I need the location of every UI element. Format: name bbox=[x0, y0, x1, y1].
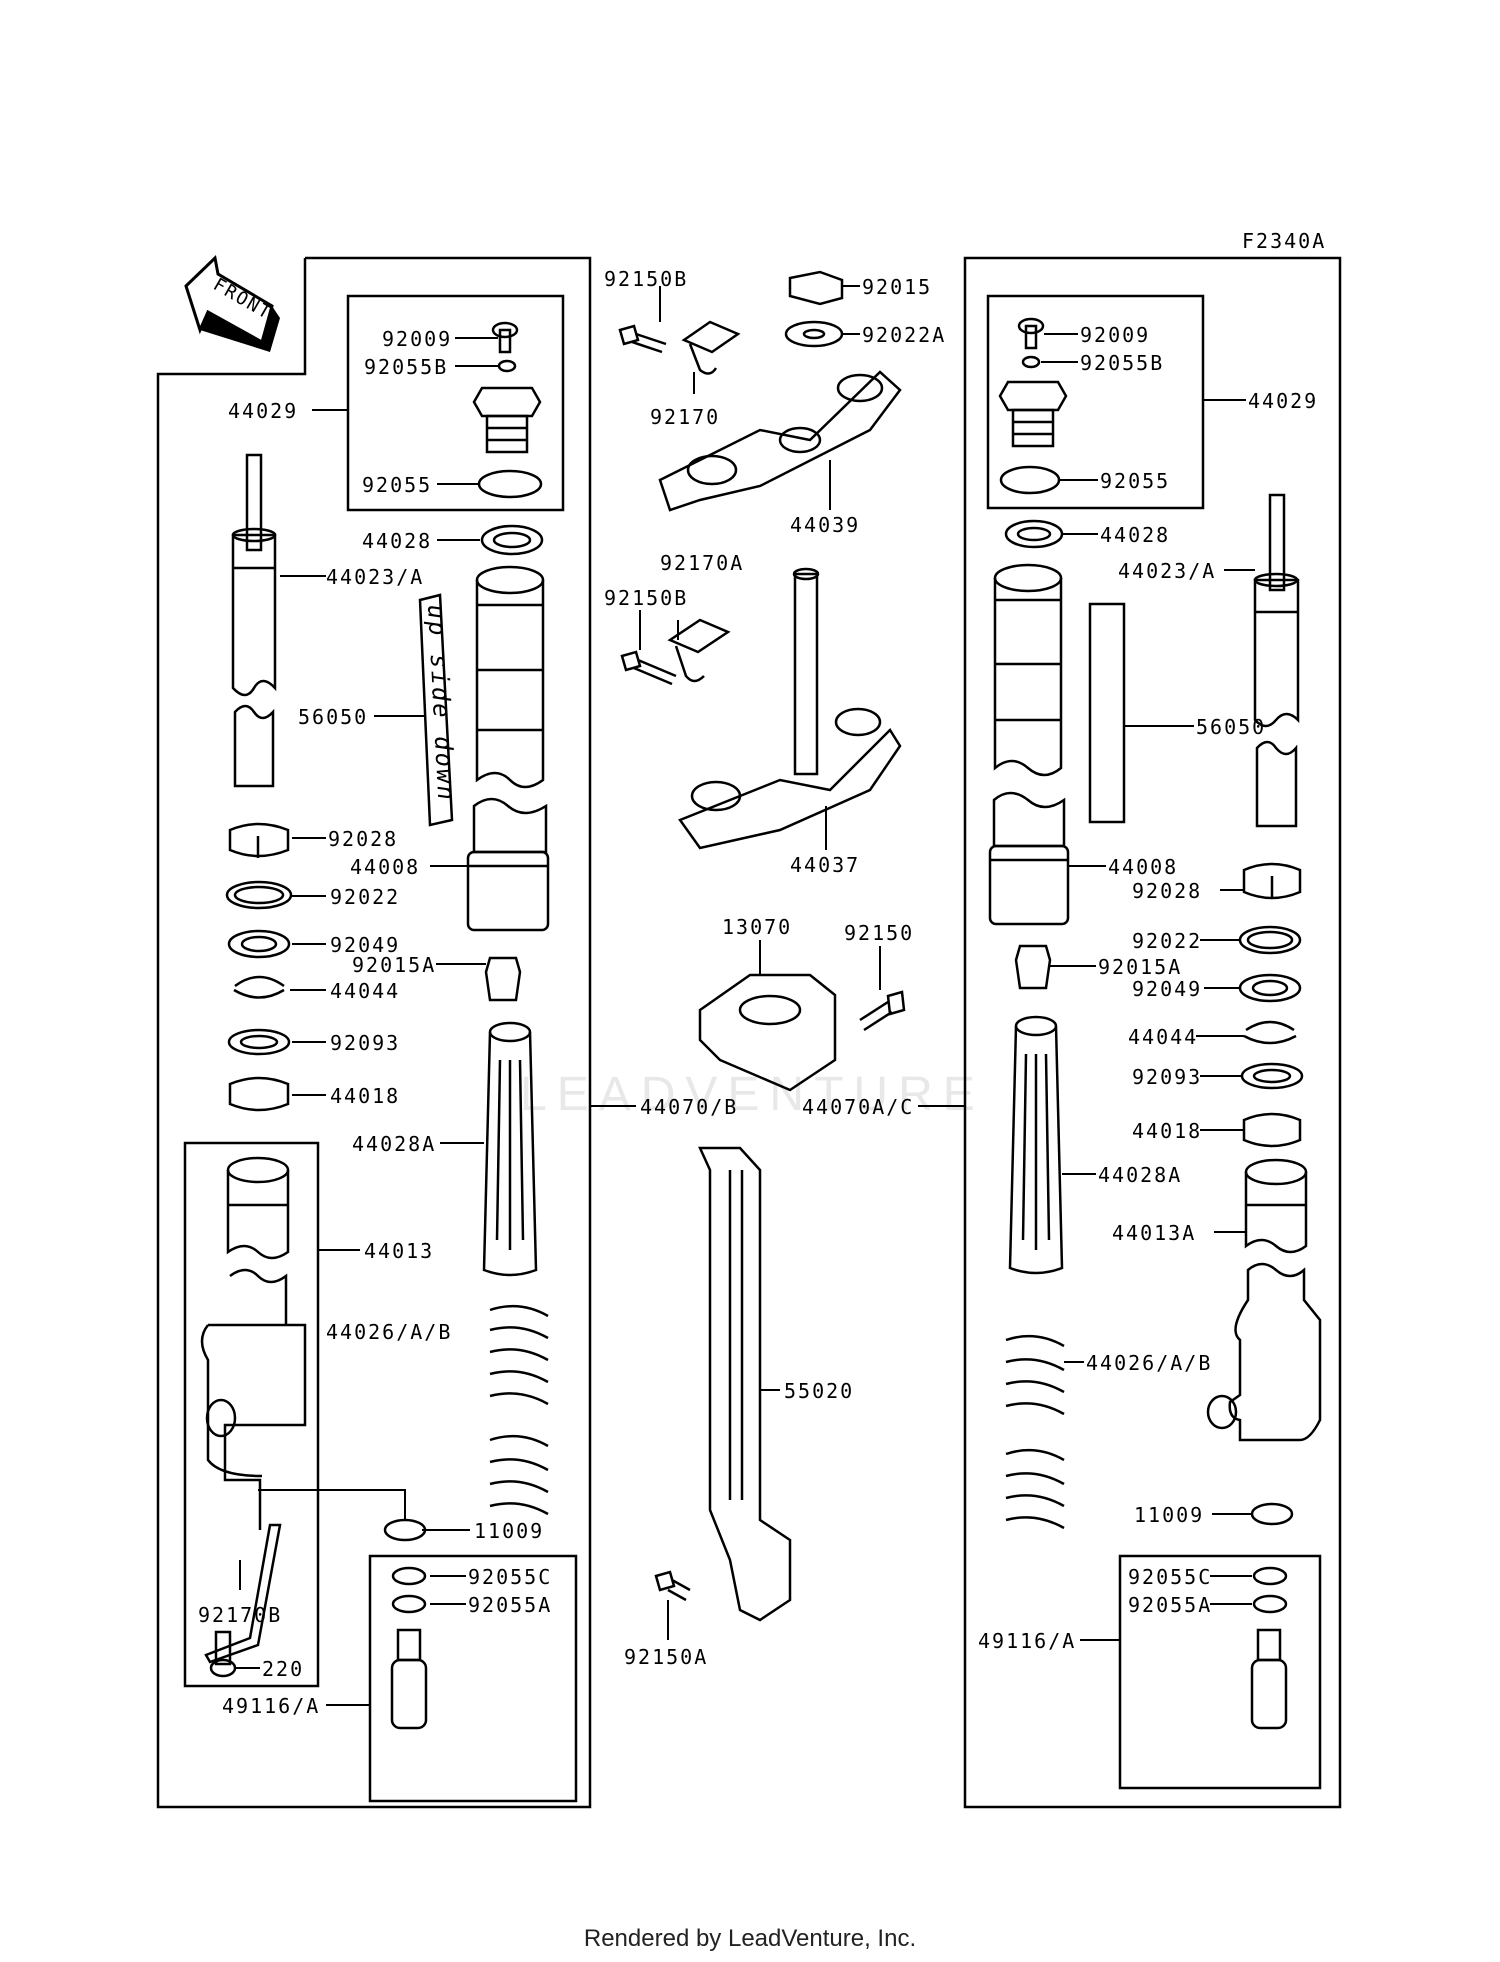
right-valve-box bbox=[1118, 1554, 1322, 1790]
footer-credit: Rendered by LeadVenture, Inc. bbox=[583, 1925, 917, 1952]
r-label-56050: 56050 bbox=[1196, 715, 1266, 739]
label-92055A: 92055A bbox=[468, 1593, 552, 1617]
center-parts bbox=[618, 270, 906, 1622]
left-cap-box bbox=[346, 294, 565, 512]
r-label-44029: 44029 bbox=[1248, 389, 1318, 413]
label-13070: 13070 bbox=[722, 915, 792, 939]
label-92150B-top: 92150B bbox=[604, 267, 688, 291]
label-92015: 92015 bbox=[862, 275, 932, 299]
label-92055C: 92055C bbox=[468, 1565, 552, 1589]
label-44028A: 44028A bbox=[352, 1132, 436, 1156]
left-fork-frame bbox=[156, 256, 592, 1809]
label-92028: 92028 bbox=[328, 827, 398, 851]
r-label-92055C: 92055C bbox=[1128, 1565, 1212, 1589]
label-92093: 92093 bbox=[330, 1031, 400, 1055]
r-label-92055A: 92055A bbox=[1128, 1593, 1212, 1617]
right-cap-box bbox=[986, 294, 1205, 510]
r-label-44070AC: 44070A/C bbox=[802, 1095, 914, 1119]
watermark: LEADVENTURE bbox=[520, 1068, 985, 1121]
label-44044: 44044 bbox=[330, 979, 400, 1003]
label-92150B-mid: 92150B bbox=[604, 586, 688, 610]
r-label-44028: 44028 bbox=[1100, 523, 1170, 547]
label-92022A: 92022A bbox=[862, 323, 946, 347]
center-labels: 92150B 92170 92015 92022A 44039 92170A 9… bbox=[604, 267, 946, 1669]
r-label-44008: 44008 bbox=[1108, 855, 1178, 879]
label-44018: 44018 bbox=[330, 1084, 400, 1108]
label-92015A: 92015A bbox=[352, 953, 436, 977]
label-55020: 55020 bbox=[784, 1379, 854, 1403]
label-44026AB: 44026/A/B bbox=[326, 1320, 452, 1344]
label-49116A: 49116/A bbox=[222, 1694, 320, 1718]
label-44039: 44039 bbox=[790, 513, 860, 537]
label-92150: 92150 bbox=[844, 921, 914, 945]
right-fork-frame bbox=[963, 256, 1342, 1809]
label-44023A: 44023/A bbox=[326, 565, 424, 589]
r-label-92022: 92022 bbox=[1132, 929, 1202, 953]
label-44028: 44028 bbox=[362, 529, 432, 553]
label-44037: 44037 bbox=[790, 853, 860, 877]
right-leader-lines bbox=[918, 333, 1255, 1641]
label-92170B: 92170B bbox=[198, 1603, 282, 1627]
r-label-44018: 44018 bbox=[1132, 1119, 1202, 1143]
right-fork-parts bbox=[988, 317, 1322, 1730]
label-44029: 44029 bbox=[228, 399, 298, 423]
label-92150A: 92150A bbox=[624, 1645, 708, 1669]
r-label-92015A: 92015A bbox=[1098, 955, 1182, 979]
r-label-44026AB: 44026/A/B bbox=[1086, 1351, 1212, 1375]
r-label-44013A: 44013A bbox=[1112, 1221, 1196, 1245]
left-leader-lines bbox=[235, 337, 598, 1706]
r-label-92028: 92028 bbox=[1132, 879, 1202, 903]
r-label-92049: 92049 bbox=[1132, 977, 1202, 1001]
left-outer-tube-box bbox=[183, 1141, 320, 1688]
label-92022: 92022 bbox=[330, 885, 400, 909]
center-leader-lines bbox=[639, 285, 881, 1640]
label-92170A: 92170A bbox=[660, 551, 744, 575]
r-label-44028A: 44028A bbox=[1098, 1163, 1182, 1187]
left-labels: 44029 92009 92055B 92055 44028 44023/A 5… bbox=[198, 327, 738, 1718]
r-label-92009: 92009 bbox=[1080, 323, 1150, 347]
r-label-49116A: 49116/A bbox=[978, 1629, 1076, 1653]
diagram-code: F2340A bbox=[1242, 229, 1326, 253]
label-44070B: 44070/B bbox=[640, 1095, 738, 1119]
front-arrow-icon: FRONT bbox=[184, 254, 280, 352]
r-label-44023A: 44023/A bbox=[1118, 559, 1216, 583]
label-220: 220 bbox=[262, 1657, 304, 1681]
left-valve-box bbox=[368, 1554, 578, 1803]
r-label-44044: 44044 bbox=[1128, 1025, 1198, 1049]
r-label-92093: 92093 bbox=[1132, 1065, 1202, 1089]
label-92170: 92170 bbox=[650, 405, 720, 429]
r-label-92055B: 92055B bbox=[1080, 351, 1164, 375]
label-92009: 92009 bbox=[382, 327, 452, 351]
label-11009: 11009 bbox=[474, 1519, 544, 1543]
r-label-92055: 92055 bbox=[1100, 469, 1170, 493]
left-fork-parts bbox=[200, 321, 550, 1730]
label-92055: 92055 bbox=[362, 473, 432, 497]
label-56050: 56050 bbox=[298, 705, 368, 729]
label-44013: 44013 bbox=[364, 1239, 434, 1263]
label-44008: 44008 bbox=[350, 855, 420, 879]
right-labels: 92009 92055B 44029 92055 44028 44023/A 5… bbox=[802, 323, 1318, 1653]
r-label-11009: 11009 bbox=[1134, 1503, 1204, 1527]
label-92055B: 92055B bbox=[364, 355, 448, 379]
label-92049: 92049 bbox=[330, 933, 400, 957]
